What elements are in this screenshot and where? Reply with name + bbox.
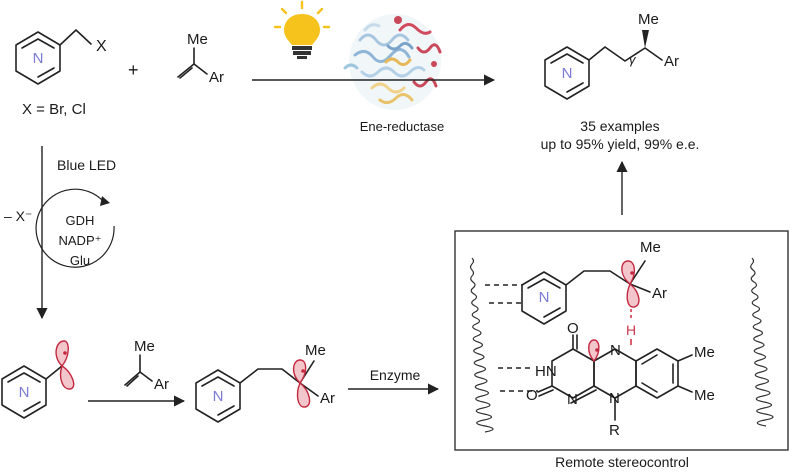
bound-substrate: N Me Ar bbox=[521, 239, 667, 325]
alkene-reagent: Me Ar bbox=[177, 31, 224, 86]
enzyme-structure-image bbox=[343, 14, 442, 110]
blue-led-label: Blue LED bbox=[57, 157, 116, 173]
carbonyl-oxygen-bottom: O bbox=[526, 387, 538, 404]
pocket-wall-left bbox=[469, 257, 494, 433]
radical-ring-nitrogen: N bbox=[19, 384, 30, 401]
ribityl-r: R bbox=[609, 422, 620, 439]
yield-ee-summary: up to 95% yield, 99% e.e. bbox=[541, 136, 700, 152]
nitrogen-n1: N bbox=[567, 391, 578, 408]
product-methyl: Me bbox=[638, 11, 659, 28]
bottom-methyl-label: Me bbox=[134, 338, 155, 355]
enzyme-caption: Ene-reductase bbox=[360, 119, 445, 134]
methyl-upper: Me bbox=[694, 344, 715, 361]
final-product: N Me γ Ar bbox=[544, 11, 679, 100]
methyl-label: Me bbox=[187, 31, 208, 48]
stereocontrol-caption: Remote stereocontrol bbox=[555, 454, 689, 470]
ring-nitrogen: N bbox=[33, 50, 44, 67]
alkene-reagent-bottom: Me Ar bbox=[124, 338, 169, 393]
cofactor-cycle: GDH NADP⁺ Glu bbox=[35, 188, 115, 268]
plus-sign: + bbox=[128, 60, 139, 80]
aryl-label: Ar bbox=[209, 69, 224, 86]
imide-nh: HN bbox=[535, 363, 557, 380]
cycle-item-nadp: NADP⁺ bbox=[59, 233, 102, 248]
bottom-aryl-label: Ar bbox=[154, 376, 169, 393]
methyl-lower: Me bbox=[694, 387, 715, 404]
flavin-cofactor: O HN N Me Me O N N R bbox=[526, 320, 715, 439]
pocket-wall-right bbox=[750, 257, 774, 427]
stereocontrol-box bbox=[454, 230, 789, 451]
halide-loss-label: – X⁻ bbox=[4, 208, 32, 224]
cycle-item-gdh: GDH bbox=[66, 213, 95, 228]
nitrogen-n5: N bbox=[610, 342, 621, 359]
adduct-aryl-label: Ar bbox=[320, 390, 335, 407]
cycle-item-glu: Glu bbox=[70, 253, 90, 268]
adduct-radical: N Me Ar bbox=[195, 342, 335, 423]
hydrogen-label: H bbox=[626, 322, 636, 338]
bound-ring-nitrogen: N bbox=[539, 289, 550, 306]
bound-aryl-label: Ar bbox=[652, 285, 667, 302]
leaving-group-label: X bbox=[96, 38, 107, 55]
starting-material: N X X = Br, Cl bbox=[15, 29, 107, 118]
nitrogen-n10: N bbox=[609, 390, 620, 407]
examples-count: 35 examples bbox=[580, 118, 659, 134]
product-aryl: Ar bbox=[664, 53, 679, 70]
adduct-ring-nitrogen: N bbox=[213, 388, 224, 405]
enzyme-arrow-label: Enzyme bbox=[370, 367, 421, 383]
adduct-methyl-label: Me bbox=[305, 342, 326, 359]
product-ring-nitrogen: N bbox=[562, 65, 573, 82]
carbonyl-oxygen-top: O bbox=[567, 320, 579, 337]
halide-condition: X = Br, Cl bbox=[22, 101, 86, 118]
bound-methyl-label: Me bbox=[640, 239, 661, 256]
pyridylmethyl-radical: N bbox=[1, 340, 75, 419]
light-bulb-icon bbox=[273, 0, 331, 59]
gamma-label: γ bbox=[629, 52, 637, 67]
